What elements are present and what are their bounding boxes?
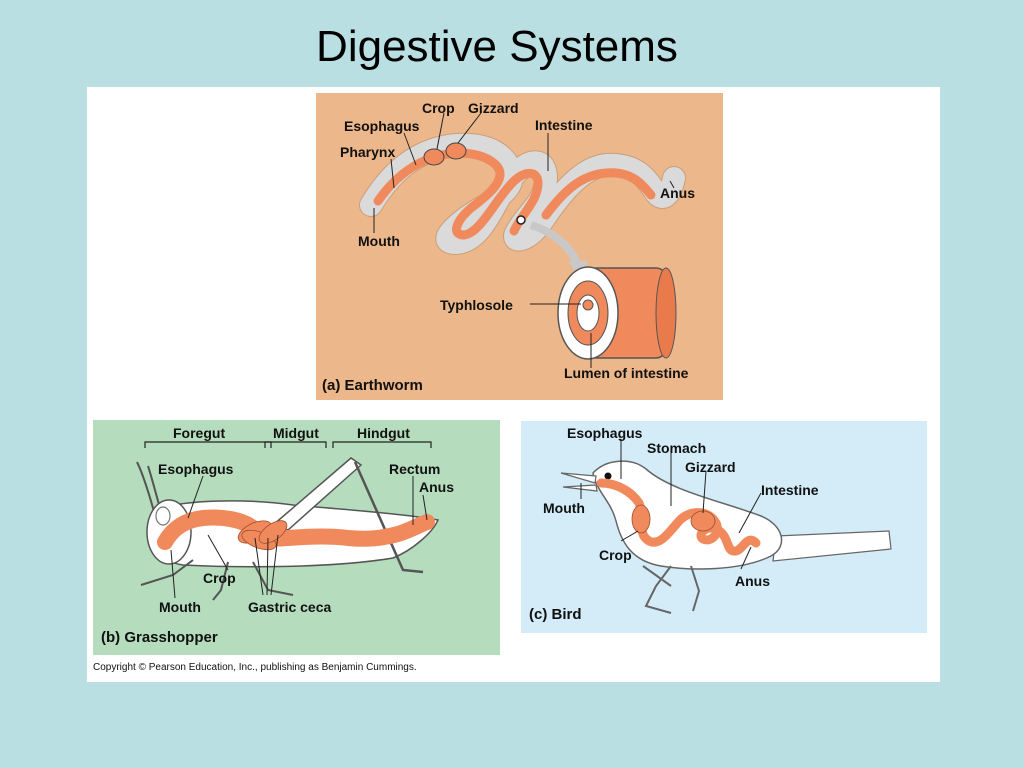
bird-label-stomach: Stomach [647, 440, 707, 456]
grasshopper-label-rectum: Rectum [389, 461, 441, 477]
earthworm-body [360, 133, 685, 255]
bird-crop [631, 504, 651, 534]
earthworm-label-pharynx: Pharynx [340, 144, 396, 160]
grasshopper-panel: Foregut Midgut Hindgut Esophagus Rectum … [93, 420, 500, 655]
bird-label-esophagus: Esophagus [567, 425, 643, 441]
grasshopper-label-hindgut: Hindgut [357, 425, 410, 441]
grasshopper-label-anus: Anus [419, 479, 454, 495]
earthworm-label-mouth: Mouth [358, 233, 400, 249]
grasshopper-label-gastric-ceca: Gastric ceca [248, 599, 332, 615]
earthworm-label-gizzard: Gizzard [468, 100, 519, 116]
grasshopper-label-crop: Crop [203, 570, 236, 586]
earthworm-label-lumen: Lumen of intestine [564, 365, 689, 381]
copyright-notice: Copyright © Pearson Education, Inc., pub… [93, 662, 417, 673]
grasshopper-label-midgut: Midgut [273, 425, 319, 441]
earthworm-label-anus: Anus [660, 185, 695, 201]
earthworm-crop [423, 148, 445, 166]
bird-label-intestine: Intestine [761, 482, 819, 498]
earthworm-label-intestine: Intestine [535, 117, 593, 133]
earthworm-gizzard [445, 142, 467, 160]
earthworm-label-typhlosole: Typhlosole [440, 297, 513, 313]
earthworm-label-crop: Crop [422, 100, 455, 116]
earthworm-caption: (a) Earthworm [322, 377, 423, 394]
earthworm-label-esophagus: Esophagus [344, 118, 420, 134]
bird-panel: Esophagus Stomach Gizzard Intestine Mout… [521, 421, 927, 633]
grasshopper-caption: (b) Grasshopper [101, 629, 218, 646]
slide-title: Digestive Systems [316, 22, 678, 71]
bird-label-crop: Crop [599, 547, 632, 563]
bird-caption: (c) Bird [529, 606, 582, 623]
earthworm-illustration [359, 112, 686, 368]
bird-illustration [560, 439, 892, 614]
grasshopper-tract [157, 509, 435, 550]
earthworm-panel: Crop Gizzard Esophagus Intestine Pharynx… [316, 93, 723, 400]
bird-gizzard [690, 510, 716, 532]
grasshopper-label-esophagus: Esophagus [158, 461, 234, 477]
grasshopper-illustration [136, 441, 440, 601]
figure-card: Crop Gizzard Esophagus Intestine Pharynx… [87, 87, 940, 682]
bird-label-mouth: Mouth [543, 500, 585, 516]
grasshopper-label-mouth: Mouth [159, 599, 201, 615]
bird-label-anus: Anus [735, 573, 770, 589]
grasshopper-label-foregut: Foregut [173, 425, 226, 441]
bird-label-gizzard: Gizzard [685, 459, 736, 475]
